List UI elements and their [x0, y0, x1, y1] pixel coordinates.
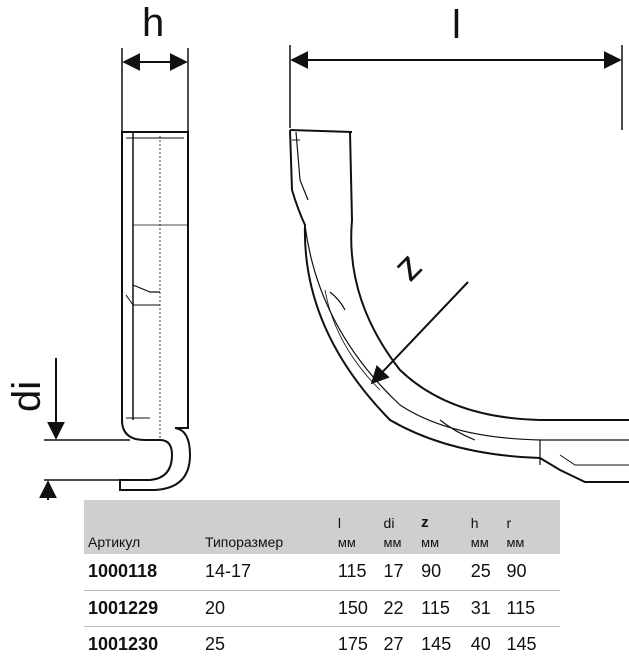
di-extension-lines — [44, 439, 130, 481]
table-row: 1001230 25 175 27 145 40 145 — [84, 626, 560, 662]
h-dimension-label: h — [142, 1, 164, 45]
l-extension-lines — [289, 45, 623, 130]
cell-article: 1000118 — [88, 561, 158, 582]
cell-r: 145 — [506, 633, 537, 654]
cell-z: 90 — [421, 561, 442, 582]
cell-l: 175 — [337, 633, 368, 654]
cell-r: 115 — [506, 597, 536, 618]
cell-l: 115 — [337, 561, 367, 582]
table-row: 1001229 20 150 22 115 31 115 — [84, 590, 560, 626]
cell-di: 27 — [383, 633, 404, 654]
cell-l: 150 — [337, 597, 368, 618]
header-article: Артикул — [88, 534, 141, 550]
di-dimension-label: di — [5, 381, 49, 412]
cell-di: 17 — [383, 561, 404, 582]
cell-h: 31 — [470, 597, 491, 618]
side-view — [119, 131, 192, 491]
h-extension-lines — [121, 48, 189, 132]
cell-r: 90 — [506, 561, 527, 582]
cell-size: 20 — [205, 597, 226, 618]
cell-di: 22 — [383, 597, 404, 618]
cell-h: 25 — [470, 561, 491, 582]
header-size: Типоразмер — [205, 534, 284, 550]
front-view — [289, 129, 629, 483]
cell-size: 14-17 — [205, 561, 252, 582]
cell-size: 25 — [205, 633, 226, 654]
cell-z: 115 — [421, 597, 450, 618]
table-row: 1000118 14-17 115 17 90 25 90 — [84, 554, 560, 590]
z-dimension-label: z — [385, 244, 430, 289]
z-dimension-arrow — [370, 281, 469, 385]
technical-drawing: h di l z — [5, 1, 629, 500]
l-dimension-label: l — [452, 3, 461, 47]
cell-article: 1001230 — [88, 633, 159, 654]
cell-article: 1001229 — [88, 597, 159, 618]
cell-z: 145 — [421, 633, 452, 654]
cell-h: 40 — [470, 633, 491, 654]
